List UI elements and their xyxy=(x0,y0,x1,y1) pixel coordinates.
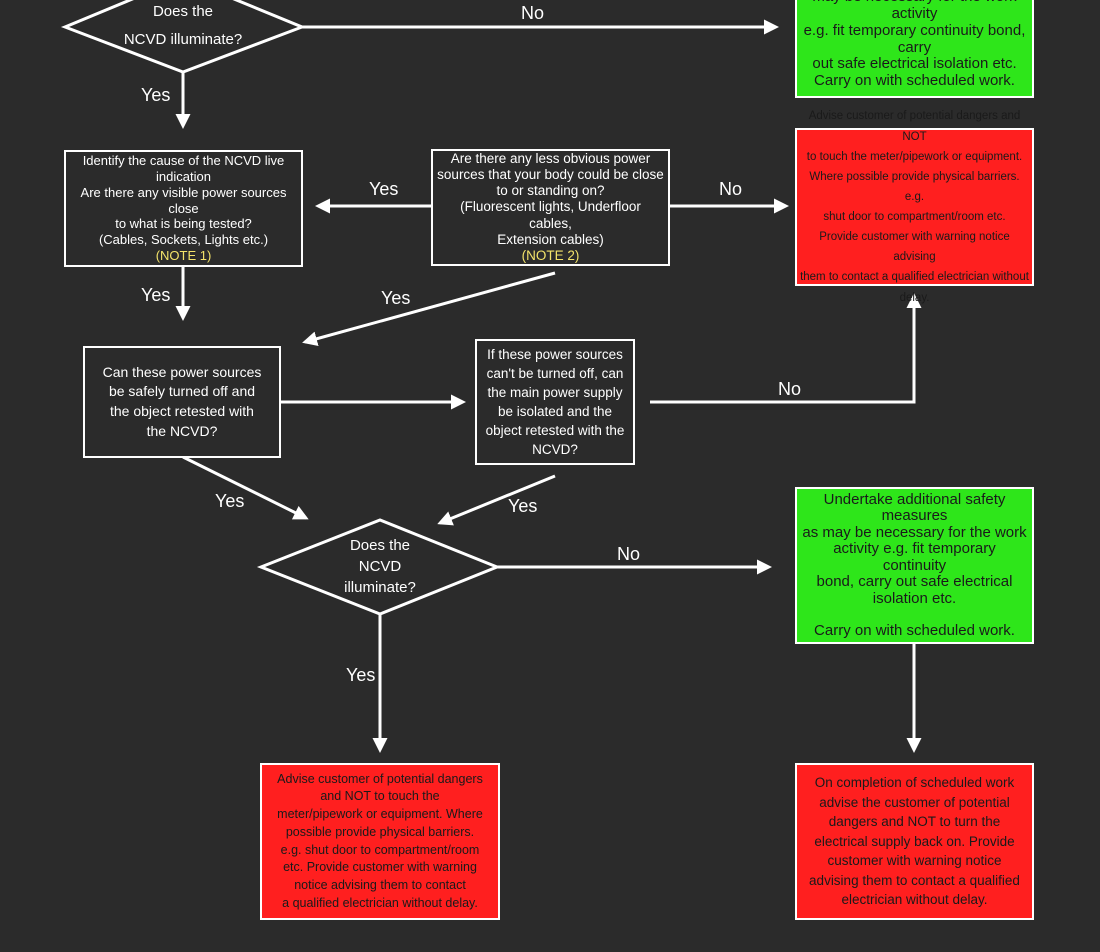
box-red-br-line-1: On completion of scheduled work xyxy=(814,775,1015,791)
box-main-supply-line-1: If these power sources xyxy=(487,346,623,362)
box-main-supply-line-3: the main power supply xyxy=(487,384,623,400)
box-red-bl-line-4: possible provide physical barriers. xyxy=(285,824,475,839)
box-green-mid-carry-on: Carry on with scheduled work. xyxy=(814,622,1015,639)
box-main-supply-line-6: NCVD? xyxy=(532,442,578,458)
box-top-green-line-1: may be necessary for the work activity xyxy=(812,0,1016,23)
label-no-less-obvious: No xyxy=(719,179,743,199)
box-identify-line-2: Are there any visible power sources clos… xyxy=(80,184,287,216)
decision-bottom-line-1: Does the xyxy=(349,537,411,554)
box-red-br-line-2: advise the customer of potential xyxy=(819,794,1010,810)
box-main-supply-line-4: be isolated and the xyxy=(497,404,613,419)
box-red-br-line-5: customer with warning notice xyxy=(827,853,1002,869)
box-red-br-line-4: electrical supply back on. Provide xyxy=(814,833,1015,849)
decision-top-text: Does the NCVD illuminate? xyxy=(108,0,258,51)
box-turn-off-line-1: Can these power sources xyxy=(102,363,262,380)
box-red-bl-line-3: meter/pipework or equipment. Where xyxy=(277,807,483,821)
box-red-bl-line-5: e.g. shut door to compartment/room xyxy=(280,842,480,857)
label-yes-bottom: Yes xyxy=(346,665,376,685)
decision-bottom-line-2: NCVD xyxy=(358,558,402,575)
box-red-br-line-7: electrician without delay. xyxy=(841,892,988,908)
decision-bottom-text: Does the NCVD illuminate? xyxy=(320,535,440,598)
box-identify-line-3: to what is being tested? xyxy=(115,216,252,232)
box-less-obvious-line-3: to or standing on? xyxy=(496,183,605,199)
box-main-supply-line-5: object retested with the xyxy=(485,423,625,439)
box-less-obvious-line-4: (Fluorescent lights, Underfloor cables, xyxy=(460,199,641,231)
label-no-top: No xyxy=(521,3,545,23)
box-red-top-line-6: them to contact a qualified electrician … xyxy=(800,271,1029,304)
box-turn-off-line-3: the object retested with xyxy=(110,403,254,419)
label-yes-diagonal: Yes xyxy=(381,288,411,308)
box-turn-off-line-4: the NCVD? xyxy=(146,422,218,439)
box-red-advise-bottom-left: Advise customer of potential dangers and… xyxy=(260,763,500,920)
decision-top-line-2: NCVD illuminate? xyxy=(123,30,243,48)
box-red-bl-line-1: Advise customer of potential dangers xyxy=(277,771,483,786)
box-turn-off-line-2: be safely turned off and xyxy=(108,383,256,400)
label-yes-turn-off: Yes xyxy=(215,491,245,511)
arrow-less-obvious-diag-yes xyxy=(302,271,556,347)
box-less-obvious-line-1: Are there any less obvious power xyxy=(450,150,651,166)
decision-bottom-line-3: illuminate? xyxy=(344,579,416,596)
box-red-bl-line-2: and NOT to touch the xyxy=(320,789,440,804)
box-top-green: may be necessary for the work activity e… xyxy=(795,0,1034,98)
label-yes-top: Yes xyxy=(141,85,171,105)
box-main-supply-line-2: can't be turned off, can xyxy=(486,365,624,381)
label-yes-identify: Yes xyxy=(141,285,171,305)
box-red-br-line-6: advising them to contact a qualified xyxy=(809,872,1020,888)
box-green-mid-line-5: isolation etc. xyxy=(872,589,957,607)
arrow-main-supply-no xyxy=(650,293,922,404)
box-green-additional-measures: Undertake additional safety measures as … xyxy=(795,487,1034,644)
arrow-main-supply-yes xyxy=(437,474,556,526)
box-red-bl-line-8: a qualified electrician without delay. xyxy=(282,895,478,910)
box-green-mid-line-2: as may be necessary for the work xyxy=(802,523,1027,541)
box-red-top-line-2: to touch the meter/pipework or equipment… xyxy=(806,150,1023,163)
box-green-mid-line-4: bond, carry out safe electrical xyxy=(816,573,1013,590)
label-yes-main-supply: Yes xyxy=(508,496,538,516)
box-less-obvious-line-5: Extension cables) xyxy=(497,231,604,247)
box-less-obvious-line-2: sources that your body could be close xyxy=(437,167,664,183)
label-yes-less-obvious: Yes xyxy=(369,179,399,199)
box-red-top-line-4: shut door to compartment/room etc. xyxy=(823,211,1006,223)
box-green-mid-line-1: Undertake additional safety measures xyxy=(823,490,1006,524)
box-identify-line-4: (Cables, Sockets, Lights etc.) xyxy=(98,232,269,248)
label-no-main-supply: No xyxy=(778,379,802,399)
box-top-green-carry-on: Carry on with scheduled work. xyxy=(814,72,1015,90)
arrow-turn-off-yes xyxy=(182,455,309,520)
box-identify-note: (NOTE 1) xyxy=(155,248,212,264)
box-main-supply-isolate: If these power sources can't be turned o… xyxy=(475,339,635,465)
box-red-top-line-1: Advise customer of potential dangers and… xyxy=(808,110,1021,143)
box-red-top-line-5: Provide customer with warning notice adv… xyxy=(819,231,1010,264)
box-less-obvious-note: (NOTE 2) xyxy=(521,247,580,263)
box-top-green-line-3: out safe electrical isolation etc. xyxy=(812,55,1017,73)
box-red-br-line-3: dangers and NOT to turn the xyxy=(828,814,1001,830)
box-red-bl-line-6: etc. Provide customer with warning xyxy=(283,860,477,875)
box-red-top-line-3: Where possible provide physical barriers… xyxy=(809,170,1020,203)
box-top-green-line-2: e.g. fit temporary continuity bond, carr… xyxy=(803,21,1026,56)
box-red-on-completion: On completion of scheduled work advise t… xyxy=(795,763,1034,920)
label-no-bottom: No xyxy=(617,544,641,564)
box-green-mid-line-3: activity e.g. fit temporary continuity xyxy=(833,540,996,574)
box-turn-off-sources: Can these power sources be safely turned… xyxy=(83,346,281,458)
decision-top-line-1: Does the xyxy=(152,3,214,20)
box-identify-cause: Identify the cause of the NCVD live indi… xyxy=(64,150,303,267)
box-red-bl-line-7: notice advising them to contact xyxy=(294,878,466,892)
box-less-obvious-sources: Are there any less obvious power sources… xyxy=(431,149,670,266)
box-red-advise-top: Advise customer of potential dangers and… xyxy=(795,110,1034,304)
box-identify-line-1: Identify the cause of the NCVD live indi… xyxy=(82,153,285,184)
